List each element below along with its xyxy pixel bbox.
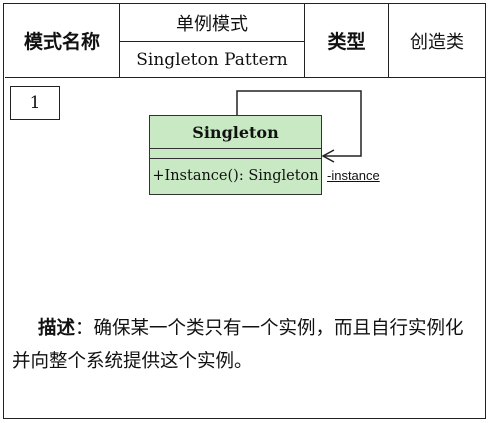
- description-lead: 描述: [38, 318, 76, 339]
- header-pattern-cn: 单例模式: [120, 4, 305, 42]
- diagram-number: 1: [10, 86, 60, 120]
- uml-operation: +Instance(): Singleton: [152, 168, 319, 184]
- uml-attributes-compartment: [150, 149, 321, 159]
- header-type-label: 类型: [305, 4, 389, 78]
- header-pattern-en: Singleton Pattern: [120, 42, 305, 78]
- header-name-label: 模式名称: [5, 4, 120, 78]
- description: 描述：确保某一个类只有一个实例，而且自行实例化并向整个系统提供这个实例。: [12, 312, 480, 378]
- description-text: 确保某一个类只有一个实例，而且自行实例化并向整个系统提供这个实例。: [12, 318, 464, 372]
- association-label: -instance: [327, 168, 380, 183]
- header-type-value: 创造类: [389, 4, 485, 78]
- uml-class-singleton: Singleton +Instance(): Singleton: [149, 115, 322, 195]
- pattern-card: [3, 3, 486, 419]
- uml-class-name: Singleton: [150, 116, 321, 149]
- description-colon: ：: [75, 318, 94, 339]
